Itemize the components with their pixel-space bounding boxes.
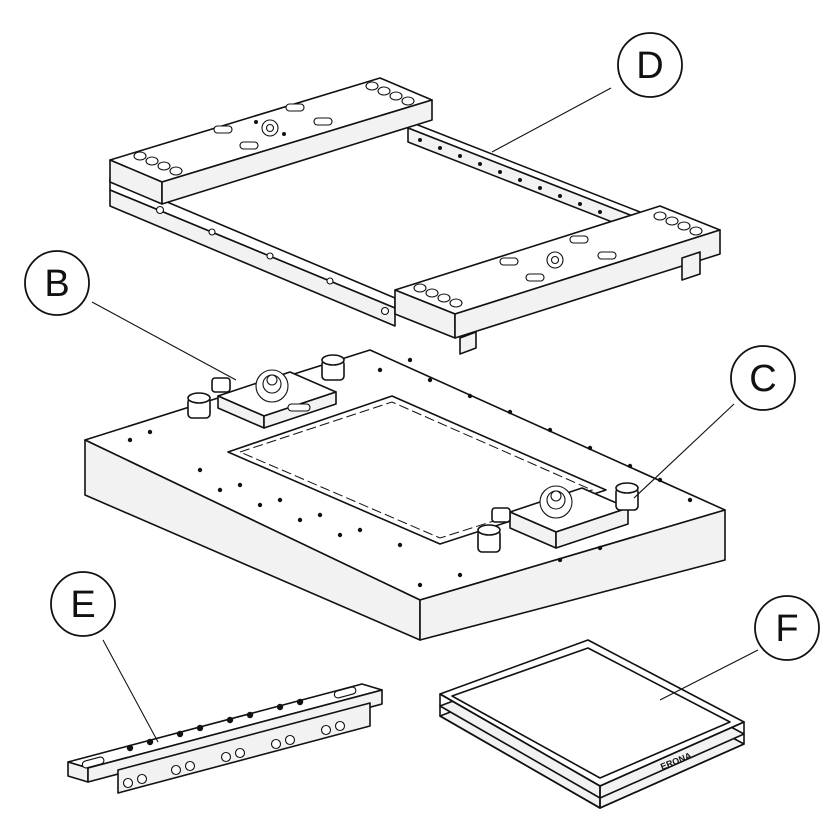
frame-part-d bbox=[109, 77, 721, 355]
left-plate-holes bbox=[133, 81, 415, 176]
leader-lines bbox=[91, 87, 759, 743]
callout-c-label: C bbox=[749, 358, 776, 400]
callout-b: B bbox=[24, 250, 90, 316]
right-plate-holes bbox=[413, 211, 703, 308]
chuck-part-c bbox=[477, 482, 639, 553]
chuck-c-studs bbox=[477, 482, 639, 553]
rail-holes bbox=[155, 138, 602, 316]
callout-f-label: F bbox=[775, 608, 798, 650]
callout-c: C bbox=[730, 345, 796, 411]
leader-d bbox=[491, 87, 612, 153]
tray-part-f: ERONA bbox=[439, 639, 745, 809]
callout-e: E bbox=[50, 571, 116, 637]
leader-e bbox=[102, 639, 159, 743]
bar-part-e bbox=[67, 683, 383, 794]
callout-b-label: B bbox=[44, 263, 69, 305]
callout-d-label: D bbox=[636, 45, 663, 87]
leader-c bbox=[633, 403, 735, 499]
callout-f: F bbox=[754, 595, 820, 661]
base-plate-holes bbox=[127, 357, 693, 588]
leader-f bbox=[659, 649, 759, 701]
chuck-b-studs bbox=[187, 354, 345, 419]
callout-d: D bbox=[617, 32, 683, 98]
chuck-part-b bbox=[187, 354, 345, 429]
leader-b bbox=[91, 301, 237, 381]
callout-e-label: E bbox=[70, 584, 95, 626]
bar-holes bbox=[81, 686, 357, 789]
